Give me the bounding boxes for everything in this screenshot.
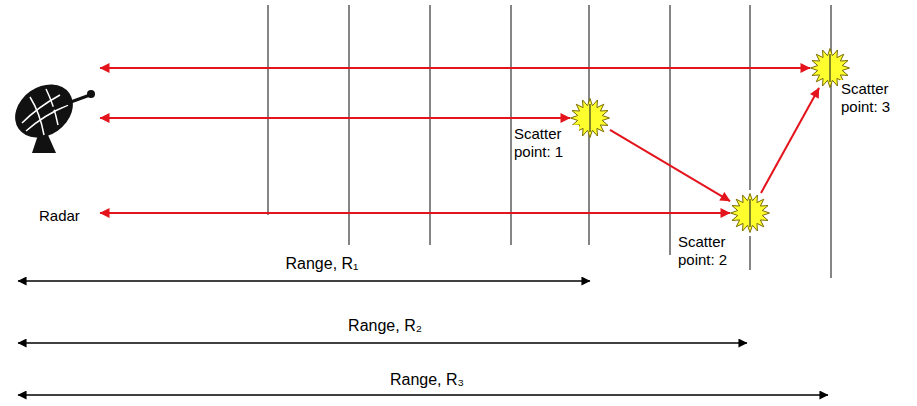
scatter-point: Scatter point: 2 bbox=[730, 193, 770, 233]
range-gate-line bbox=[267, 5, 268, 215]
range-gate-line bbox=[749, 199, 750, 227]
range-gate-line bbox=[830, 5, 831, 278]
range-gate-line bbox=[348, 5, 349, 245]
scatter-label: Scatter point: 3 bbox=[840, 80, 908, 116]
radar-node: Radar bbox=[8, 55, 98, 227]
scatter-label: Scatter point: 1 bbox=[513, 125, 579, 161]
scatter-point: Scatter point: 3 bbox=[810, 48, 850, 88]
range-gate-line bbox=[429, 5, 430, 245]
range-label: Range, R₂ bbox=[346, 316, 424, 335]
range-label: Range, R₃ bbox=[388, 370, 466, 389]
radar-label: Radar bbox=[38, 207, 96, 225]
scatter-path-arrow bbox=[761, 88, 819, 193]
range-dimension-arrow bbox=[18, 280, 590, 282]
range-gate-line bbox=[589, 104, 590, 132]
scatter-path-arrow bbox=[610, 130, 730, 201]
scatter-label: Scatter point: 2 bbox=[677, 233, 745, 269]
range-gate-line bbox=[669, 5, 670, 255]
range-dimension-arrow bbox=[18, 394, 828, 396]
range-gate-line bbox=[749, 236, 750, 270]
range-dimension-arrow bbox=[18, 342, 747, 344]
range-gates bbox=[268, 5, 831, 278]
starburst-shape bbox=[731, 194, 770, 233]
radar-ray-arrow bbox=[100, 212, 730, 214]
radar-dish bbox=[8, 74, 95, 153]
radar-ray-arrow bbox=[100, 117, 570, 119]
radar-ray-arrow bbox=[100, 67, 810, 69]
scatter-starburst bbox=[730, 193, 770, 233]
radar-dish-icon bbox=[8, 73, 98, 173]
range-gate-line bbox=[829, 54, 830, 82]
range-dimensions bbox=[18, 281, 828, 395]
range-gate-line bbox=[749, 5, 750, 190]
scatter-point: Scatter point: 1 bbox=[570, 98, 610, 138]
range-label: Range, R₁ bbox=[284, 254, 361, 273]
range-gate-line bbox=[510, 5, 511, 245]
